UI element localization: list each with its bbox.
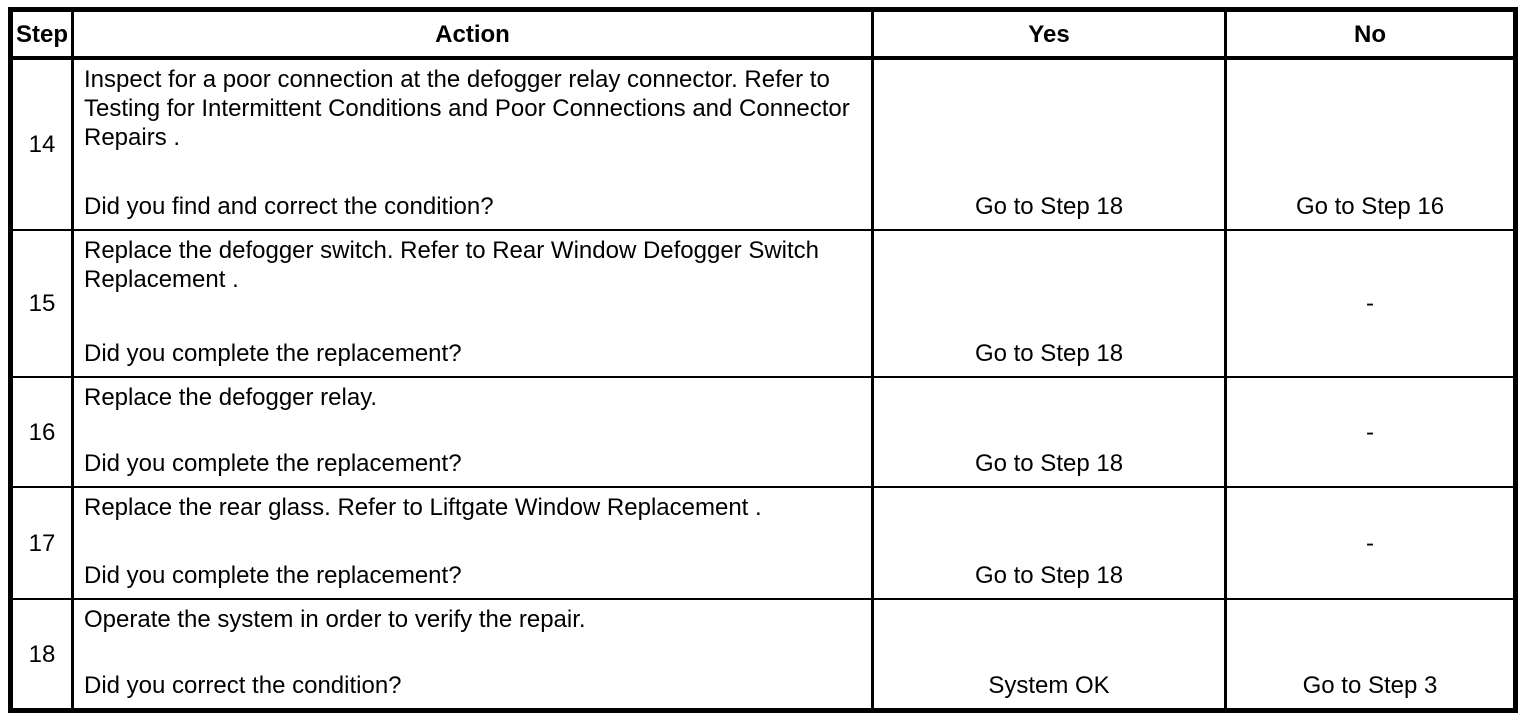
table-row-step-15: 15 Replace the defogger switch. Refer to…: [9, 229, 1517, 378]
yes-result: Go to Step 18: [871, 57, 1227, 231]
action-cell: Operate the system in order to verify th…: [71, 598, 874, 712]
column-header-step: Step: [9, 8, 74, 60]
table-row-step-14: 14 Inspect for a poor connection at the …: [9, 57, 1517, 231]
action-description: Inspect for a poor connection at the def…: [84, 66, 850, 151]
action-cell: Replace the rear glass. Refer to Liftgat…: [71, 486, 874, 600]
action-question: Did you correct the condition?: [84, 672, 402, 699]
action-description: Replace the rear glass. Refer to Liftgat…: [84, 494, 762, 521]
yes-result: Go to Step 18: [871, 229, 1227, 378]
diagnostic-table: Step Action Yes No 14 Inspect for a poor…: [8, 7, 1518, 713]
action-cell: Replace the defogger relay. Did you comp…: [71, 376, 874, 488]
table-row-step-18: 18 Operate the system in order to verify…: [9, 598, 1517, 712]
action-description: Operate the system in order to verify th…: [84, 606, 586, 633]
action-description: Replace the defogger switch. Refer to Re…: [84, 237, 820, 293]
action-cell: Inspect for a poor connection at the def…: [71, 57, 874, 231]
step-number: 15: [9, 229, 74, 378]
step-number: 14: [9, 57, 74, 231]
action-question: Did you find and correct the condition?: [84, 193, 494, 220]
yes-result: Go to Step 18: [871, 376, 1227, 488]
action-question: Did you complete the replacement?: [84, 562, 462, 589]
column-header-action: Action: [71, 8, 874, 60]
step-number: 18: [9, 598, 74, 712]
table-row-step-16: 16 Replace the defogger relay. Did you c…: [9, 376, 1517, 488]
action-question: Did you complete the replacement?: [84, 450, 462, 477]
yes-result: Go to Step 18: [871, 486, 1227, 600]
no-result: Go to Step 16: [1224, 57, 1517, 231]
header-row: Step Action Yes No: [9, 8, 1517, 60]
no-result: Go to Step 3: [1224, 598, 1517, 712]
table-body: 14 Inspect for a poor connection at the …: [9, 57, 1517, 712]
action-cell: Replace the defogger switch. Refer to Re…: [71, 229, 874, 378]
column-header-no: No: [1224, 8, 1517, 60]
no-result: -: [1224, 376, 1517, 488]
action-question: Did you complete the replacement?: [84, 340, 462, 367]
no-result: -: [1224, 486, 1517, 600]
step-number: 17: [9, 486, 74, 600]
document-page: Step Action Yes No 14 Inspect for a poor…: [8, 7, 1518, 713]
step-number: 16: [9, 376, 74, 488]
action-description: Replace the defogger relay.: [84, 384, 378, 411]
no-result: -: [1224, 229, 1517, 378]
column-header-yes: Yes: [871, 8, 1227, 60]
yes-result: System OK: [871, 598, 1227, 712]
table-header: Step Action Yes No: [9, 8, 1517, 60]
table-row-step-17: 17 Replace the rear glass. Refer to Lift…: [9, 486, 1517, 600]
